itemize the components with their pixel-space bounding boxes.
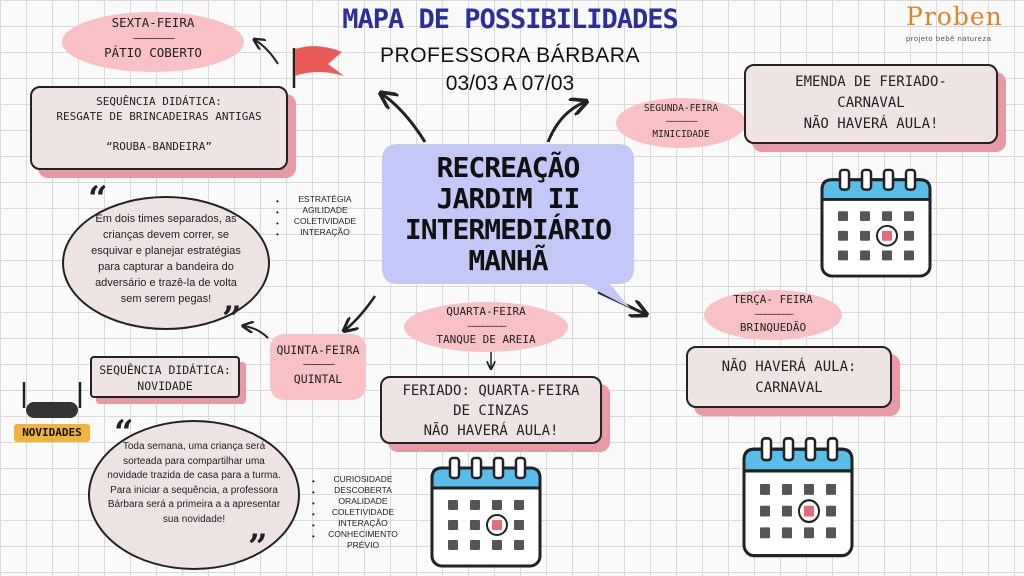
arrow-to-monday [546,102,585,143]
thursday-separator: —————— [303,357,335,372]
monday-notice-line-1: EMENDA DE FERIADO- [795,74,947,90]
monday-notice-line-3: NÃO HAVERÁ AULA! [803,116,939,132]
thursday-skill: CURIOSIDADE [333,474,393,484]
thursday-sequence-card: SEQUÊNCIA DIDÁTICA: NOVIDADE [90,356,240,398]
wednesday-separator: ———————— [467,318,507,332]
friday-sequence-line-4: “ROUBA-BANDEIRA” [106,140,212,153]
teacher-name: PROFESSORA BÁRBARA [380,44,640,67]
friday-skill: AGILIDADE [302,205,348,216]
monday-separator: ———————— [666,115,698,127]
close-quote-icon: ” [248,527,268,567]
wednesday-notice-line-3: NÃO HAVERÁ AULA! [423,423,559,439]
thursday-skill: ORALIDADE [338,496,388,507]
friday-pill: SEXTA-FEIRA ———————— PÁTIO COBERTO [62,12,244,72]
thursday-skills-list: CURIOSIDADE DESCOBERTA ORALIDADE COLETIV… [324,474,402,551]
thursday-sequence-line-1: SEQUÊNCIA DIDÁTICA: [99,363,231,377]
bullet-dots: •••••• [312,477,315,541]
proben-logo: Proben projeto bebê natureza [906,2,1018,48]
thursday-day: QUINTA-FEIRA [276,343,360,357]
thursday-skill: DESCOBERTA [334,485,392,496]
friday-sequence-card: SEQUÊNCIA DIDÁTICA: RESGATE DE BRINCADEI… [30,86,288,170]
speaker-icon [22,382,82,418]
thursday-skill: INTERAÇÃO [338,518,388,529]
novidades-badge: NOVIDADES [14,424,90,442]
friday-quote-text: Em dois times separados, as crianças dev… [91,213,241,305]
map-title: MAPA DE POSSIBILIDADES [342,4,679,35]
calendar-icon [740,434,856,560]
wednesday-notice-line-1: FERIADO: QUARTA-FEIRA [402,383,580,399]
arrow-to-thursday [345,295,377,330]
logo-tagline: projeto bebê natureza [906,34,992,43]
thursday-skill: CONHECIMENTO PRÉVIO [328,529,398,551]
flag-icon [292,46,344,88]
center-bubble: RECREAÇÃO JARDIM II INTERMEDIÁRIO MANHÃ [378,140,638,310]
monday-notice-card: EMENDA DE FERIADO- CARNAVAL NÃO HAVERÁ A… [744,64,998,144]
center-line-4: MANHÃ [468,244,548,277]
open-quote-icon: “ [114,413,134,453]
friday-skill: COLETIVIDADE [293,216,357,227]
calendar-icon [428,454,544,570]
close-quote-icon: ” [222,299,242,339]
arrow-to-friday-box [382,94,427,143]
tuesday-pill: TERÇA- FEIRA ———————— BRINQUEDÃO [704,290,842,340]
friday-sequence-line-2: RESGATE DE BRINCADEIRAS ANTIGAS [56,110,262,123]
calendar-icon [818,166,934,280]
center-line-2: JARDIM II [436,182,581,215]
monday-day: SEGUNDA-FEIRA [643,103,719,114]
friday-quote-bubble: Em dois times separados, as crianças dev… [62,196,270,330]
tuesday-notice-card: NÃO HAVERÁ AULA: CARNAVAL [686,346,892,408]
thursday-pill: QUINTA-FEIRA —————— QUINTAL [270,334,366,400]
wednesday-notice-card: FERIADO: QUARTA-FEIRA DE CINZAS NÃO HAVE… [380,376,602,444]
thursday-quote-text: Toda semana, uma criança será sorteada p… [107,441,281,525]
friday-separator: ———————— [133,30,174,45]
thursday-skill: COLETIVIDADE [331,507,395,518]
logo-brand: Proben [906,2,1003,31]
friday-day: SEXTA-FEIRA [111,15,195,30]
wednesday-notice-line-2: DE CINZAS [453,403,529,419]
thursday-sequence-line-2: NOVIDADE [137,379,193,393]
wednesday-day: QUARTA-FEIRA [446,305,526,318]
monday-pill: SEGUNDA-FEIRA ———————— MINICIDADE [616,98,746,148]
arrow-thursday-to-quote [244,326,269,339]
center-line-3: INTERMEDIÁRIO [404,213,612,246]
tuesday-notice-line-1: NÃO HAVERÁ AULA: [721,359,857,375]
wednesday-pill: QUARTA-FEIRA ———————— TANQUE DE AREIA [404,302,568,352]
thursday-activity: QUINTAL [293,371,343,386]
tuesday-separator: ———————— [754,306,794,320]
wednesday-activity: TANQUE DE AREIA [436,332,536,346]
tuesday-day: TERÇA- FEIRA [733,293,813,306]
friday-skills-list: ESTRATÉGIA AGILIDADE COLETIVIDADE INTERA… [290,194,360,238]
monday-activity: MINICIDADE [652,128,710,140]
date-range: 03/03 A 07/03 [445,72,575,95]
bullet-dots: •••• [276,197,279,239]
friday-skill: ESTRATÉGIA [298,194,352,204]
tuesday-activity: BRINQUEDÃO [739,320,807,334]
tuesday-notice-line-2: CARNAVAL [755,380,823,396]
friday-sequence-line-3 [32,124,286,139]
arrow-friday-box-to-pill [255,40,279,65]
open-quote-icon: “ [88,179,108,219]
thursday-quote-bubble: Toda semana, uma criança será sorteada p… [88,420,300,570]
monday-notice-line-2: CARNAVAL [837,95,905,111]
friday-sequence-line-1: SEQUÊNCIA DIDÁTICA: [96,95,222,108]
center-line-1: RECREAÇÃO [436,151,581,184]
friday-skill: INTERAÇÃO [300,227,350,238]
friday-activity: PÁTIO COBERTO [104,45,202,60]
